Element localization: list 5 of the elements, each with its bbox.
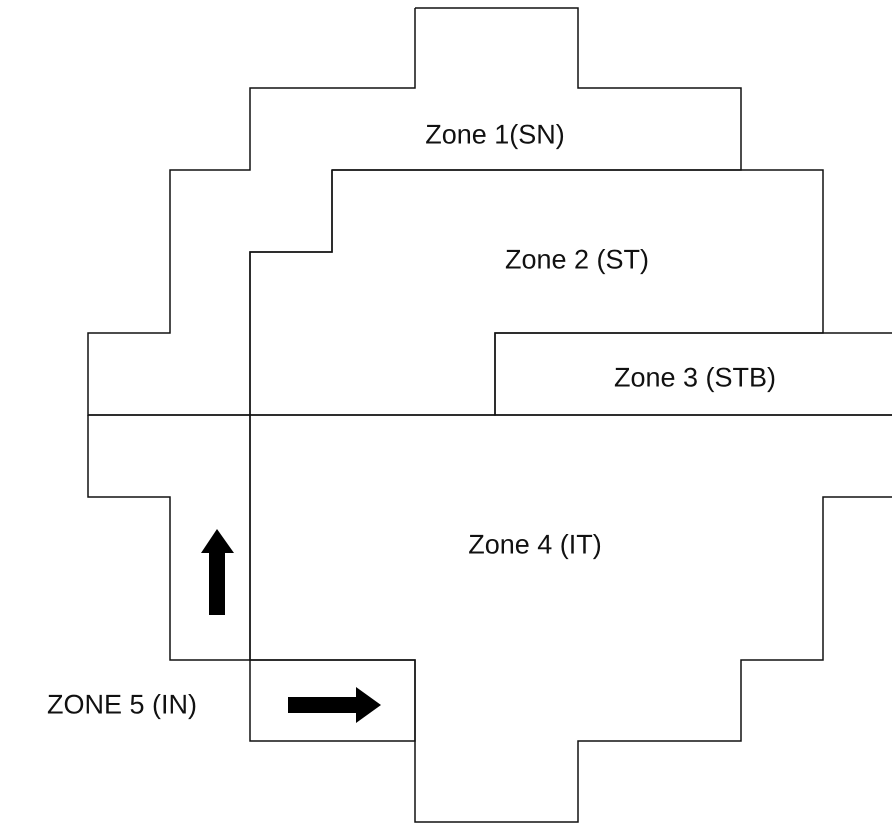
zone-label: Zone 4 (IT) xyxy=(468,530,602,560)
zone-label: Zone 3 (STB) xyxy=(614,362,776,394)
zone-label: Zone 2 (ST) xyxy=(504,244,650,276)
zone-label: ZONE 5 (IN) xyxy=(47,690,197,720)
zone-label: Zone 1(SN) xyxy=(425,120,565,150)
